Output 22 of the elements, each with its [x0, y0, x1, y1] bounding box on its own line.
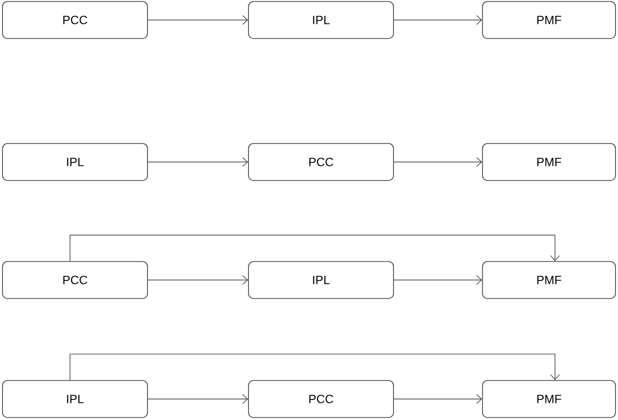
- process-box: IPL: [2, 380, 148, 418]
- process-box: PCC: [248, 143, 394, 181]
- arrow: [394, 157, 482, 167]
- process-box: PCC: [2, 261, 148, 299]
- arrow: [148, 394, 248, 404]
- process-box: PMF: [482, 143, 616, 181]
- arrow: [394, 15, 482, 25]
- process-box: IPL: [248, 261, 394, 299]
- arrow: [70, 234, 560, 262]
- process-box: PMF: [482, 380, 616, 418]
- process-box: PCC: [248, 380, 394, 418]
- arrow: [148, 15, 248, 25]
- arrow: [70, 354, 560, 380]
- process-box: IPL: [248, 1, 394, 39]
- process-box: PCC: [2, 1, 148, 39]
- process-box: PMF: [482, 261, 616, 299]
- arrow: [148, 275, 248, 285]
- process-box: IPL: [2, 143, 148, 181]
- process-box: PMF: [482, 1, 616, 39]
- arrow: [394, 275, 482, 285]
- arrow: [148, 157, 248, 167]
- arrow: [394, 394, 482, 404]
